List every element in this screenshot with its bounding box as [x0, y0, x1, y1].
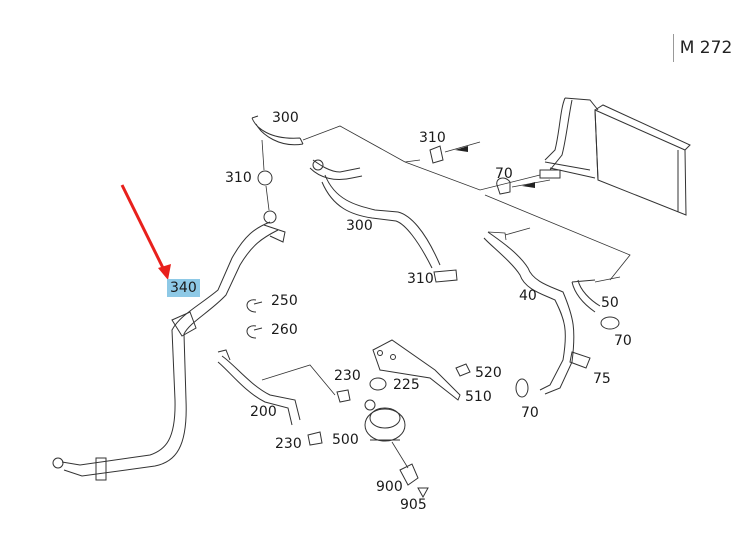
- water-pump-500[interactable]: [364, 399, 406, 442]
- clamp-310-top[interactable]: [429, 141, 481, 164]
- part-520[interactable]: [455, 363, 471, 377]
- clip-250[interactable]: [246, 299, 263, 313]
- ring-225[interactable]: [369, 377, 387, 391]
- label-260[interactable]: 260: [271, 322, 298, 338]
- hose-50[interactable]: [571, 276, 621, 313]
- label-40[interactable]: 40: [519, 288, 537, 304]
- plug-905[interactable]: [417, 487, 429, 499]
- clip-260[interactable]: [246, 325, 263, 339]
- label-70-top[interactable]: 70: [495, 166, 513, 182]
- label-310-mid[interactable]: 310: [407, 271, 434, 287]
- engine-model-label: M 272: [673, 34, 738, 62]
- clamp-70-bottom[interactable]: [515, 378, 529, 398]
- label-225[interactable]: 225: [393, 377, 420, 393]
- label-70-bottom[interactable]: 70: [521, 405, 539, 421]
- label-500[interactable]: 500: [332, 432, 359, 448]
- label-510[interactable]: 510: [465, 389, 492, 405]
- label-50[interactable]: 50: [601, 295, 619, 311]
- label-520[interactable]: 520: [475, 365, 502, 381]
- label-200[interactable]: 200: [250, 404, 277, 420]
- clamp-310-mid[interactable]: [433, 269, 458, 283]
- clamp-230-bottom[interactable]: [307, 431, 323, 446]
- clamp-310-left[interactable]: [257, 170, 273, 186]
- label-300-mid[interactable]: 300: [346, 218, 373, 234]
- label-230-top[interactable]: 230: [334, 368, 361, 384]
- hose-340[interactable]: [52, 210, 286, 481]
- hose-40[interactable]: [483, 227, 575, 395]
- clamp-70-right[interactable]: [600, 316, 620, 330]
- hose-300-mid[interactable]: [309, 159, 441, 269]
- label-310-top[interactable]: 310: [419, 130, 446, 146]
- clamp-70-top[interactable]: [496, 177, 551, 195]
- label-250[interactable]: 250: [271, 293, 298, 309]
- label-300-top[interactable]: 300: [272, 110, 299, 126]
- connector-75[interactable]: [569, 351, 591, 369]
- label-70-right[interactable]: 70: [614, 333, 632, 349]
- label-905[interactable]: 905: [400, 497, 427, 513]
- pointer-arrow: [120, 184, 171, 280]
- label-900[interactable]: 900: [376, 479, 403, 495]
- hose-300-top[interactable]: [251, 115, 304, 146]
- bracket-510[interactable]: [372, 339, 461, 401]
- connector-900[interactable]: [399, 463, 419, 486]
- label-310-left[interactable]: 310: [225, 170, 252, 186]
- label-75[interactable]: 75: [593, 371, 611, 387]
- heater-core-radiator[interactable]: [539, 97, 691, 216]
- hose-200[interactable]: [217, 349, 301, 426]
- clamp-230-top[interactable]: [336, 389, 351, 403]
- label-230-bottom[interactable]: 230: [275, 436, 302, 452]
- label-340-highlighted[interactable]: 340: [167, 279, 200, 297]
